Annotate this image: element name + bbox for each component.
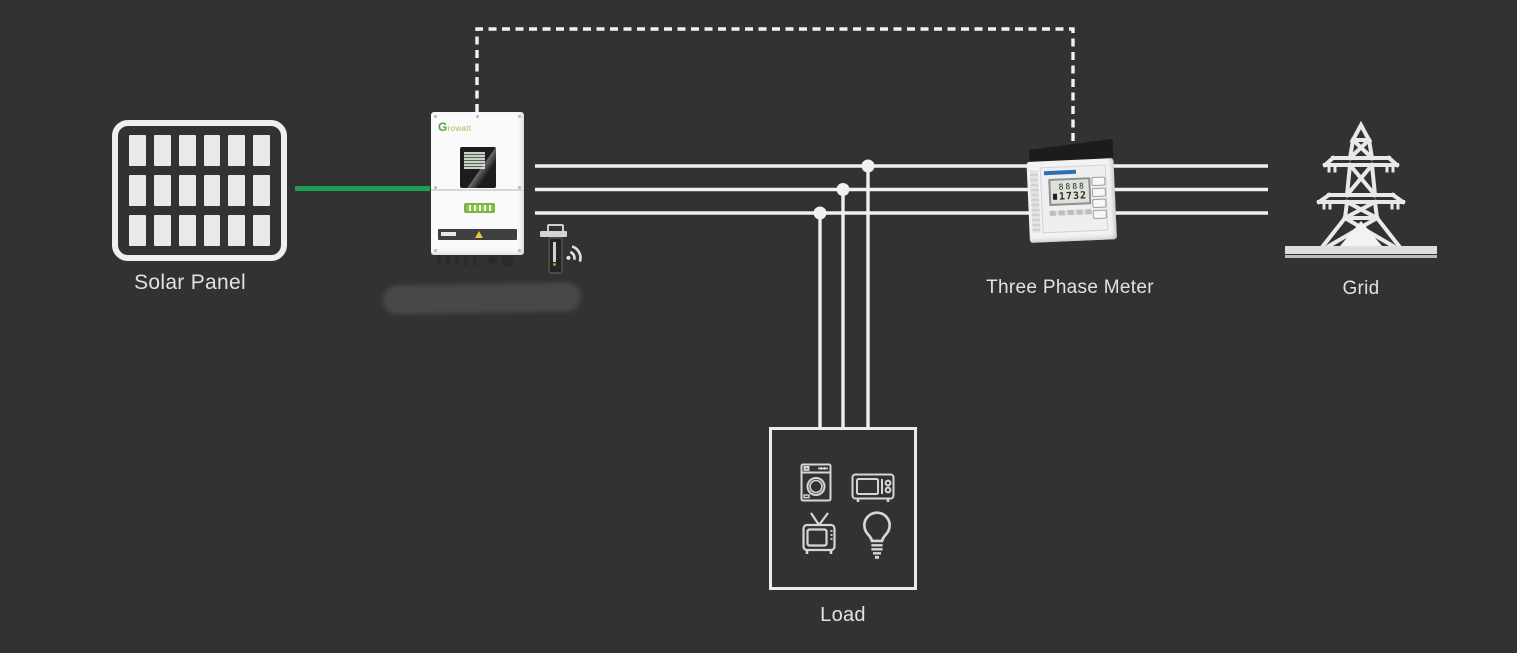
meter-button [1092, 209, 1108, 220]
load-box [769, 427, 917, 590]
warning-triangle-icon [475, 231, 483, 238]
inverter-dc-connectors [437, 255, 479, 266]
transmission-tower-icon [1285, 120, 1437, 258]
junction-dot-2 [836, 183, 850, 196]
meter-label: Three Phase Meter [986, 277, 1154, 298]
junction-dot-1 [861, 159, 875, 173]
meter-button [1091, 187, 1107, 198]
inverter-display [460, 147, 496, 188]
inverter-image: Growatt [431, 112, 524, 267]
meter-brand-bar [1043, 169, 1077, 176]
growatt-logo: Growatt [438, 120, 472, 134]
meter-lcd-display: 8888 1732 [1048, 177, 1092, 206]
inverter-rating-sticker [464, 203, 495, 213]
washing-machine-icon [800, 463, 832, 502]
load-label: Load [820, 604, 866, 626]
tv-icon [802, 512, 836, 554]
wifi-dongle-icon [536, 224, 588, 274]
inverter-ac-connector [488, 256, 497, 265]
microwave-icon [851, 473, 895, 502]
junction-dot-3 [813, 206, 827, 220]
grid-label: Grid [1342, 278, 1380, 299]
wifi-signal-icon [566, 245, 582, 262]
inverter-label-strip [438, 229, 517, 240]
blurred-watermark [498, 296, 570, 309]
three-phase-meter-image: 8888 1732 [1025, 138, 1119, 247]
comm-dashed-line [475, 27, 1075, 150]
meter-button [1092, 198, 1107, 209]
light-bulb-icon [862, 511, 892, 559]
solar-panel-icon [112, 120, 287, 261]
inverter-ac-connector [501, 255, 513, 267]
solar-panel-label: Solar Panel [134, 271, 246, 294]
meter-button [1091, 176, 1106, 187]
